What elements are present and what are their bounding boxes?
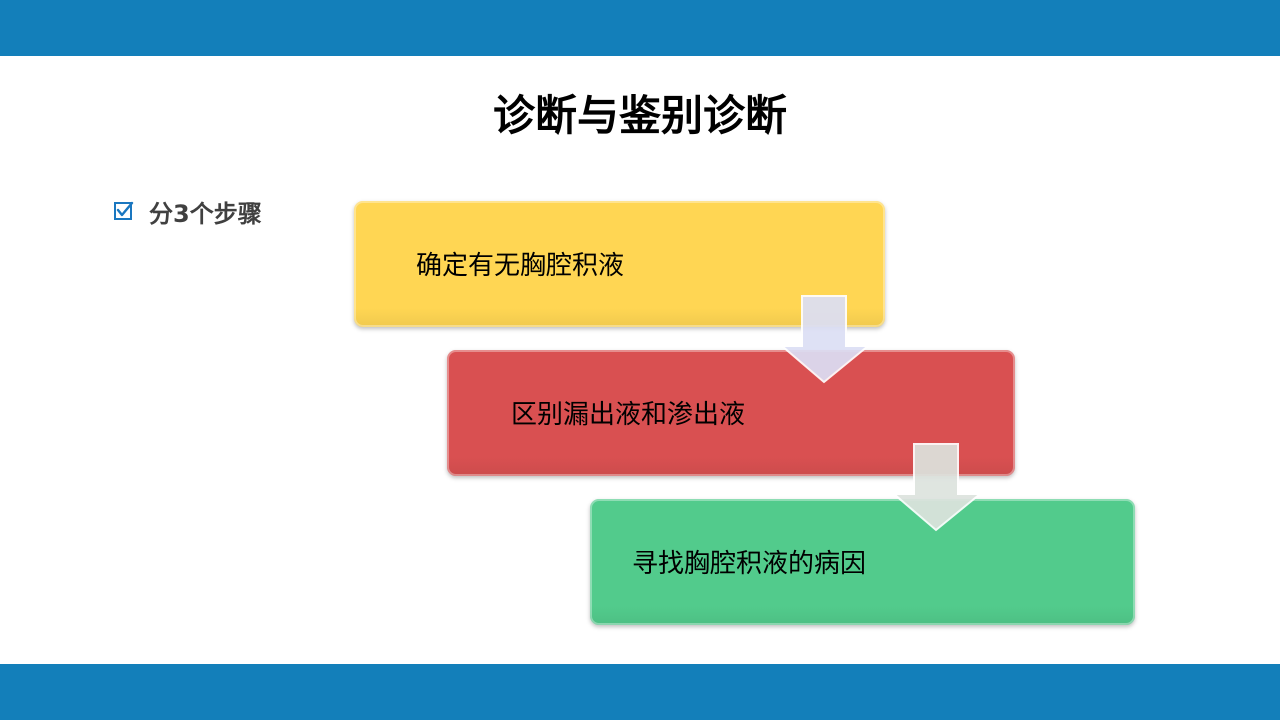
step-label-3: 寻找胸腔积液的病因 [632,549,867,579]
down-arrow-icon [891,442,983,532]
bullet-item: 分3个步骤 [113,195,262,228]
header-bar [0,0,1280,56]
checkbox-icon [113,200,135,222]
footer-bar [0,664,1280,720]
step-label-2: 区别漏出液和渗出液 [511,400,746,430]
step-label-1: 确定有无胸腔积液 [416,251,625,281]
slide-title: 诊断与鉴别诊断 [492,91,787,140]
step-box-3: 寻找胸腔积液的病因 [590,499,1135,625]
down-arrow-icon [779,294,871,384]
step-box-1: 确定有无胸腔积液 [354,201,885,327]
bullet-text: 分3个步骤 [149,199,262,228]
